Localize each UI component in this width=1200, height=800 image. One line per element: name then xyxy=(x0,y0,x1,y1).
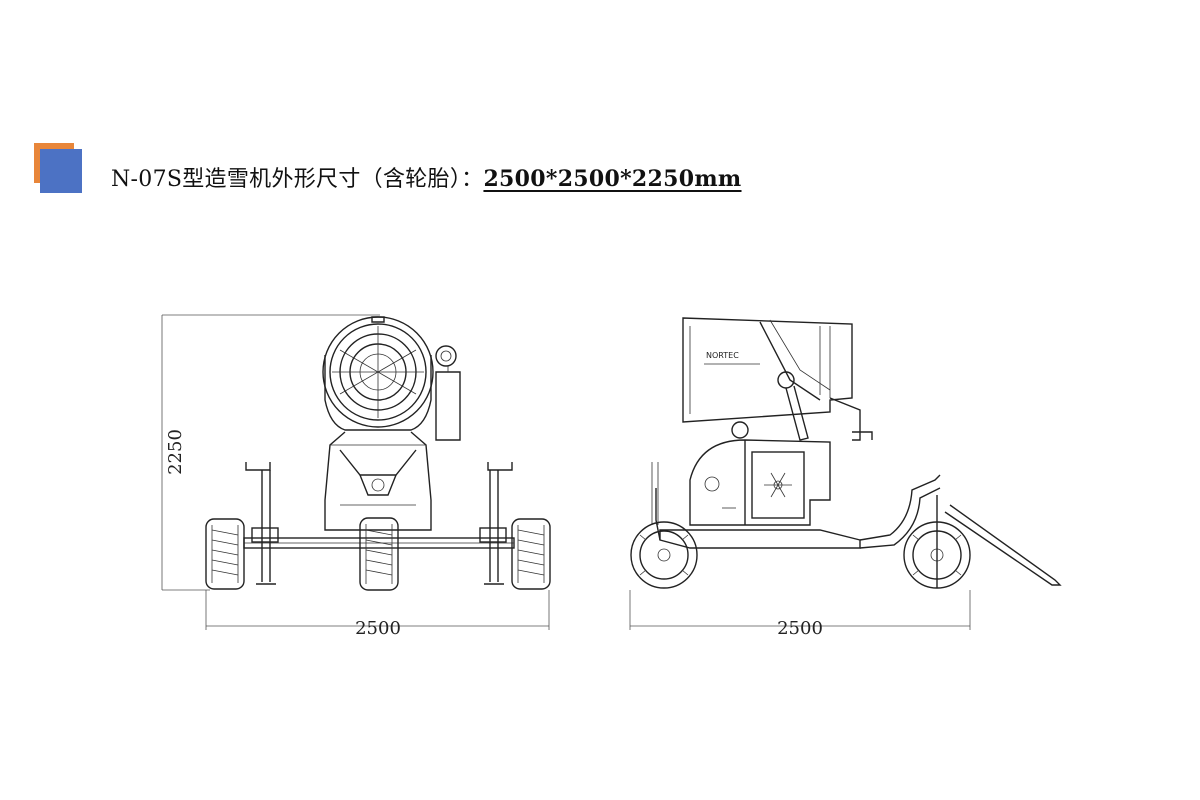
marker-blue-square xyxy=(40,149,82,193)
front-pressure-gauge-icon xyxy=(435,345,461,441)
front-center-wheel xyxy=(359,517,399,591)
front-fan-barrel xyxy=(322,316,434,431)
front-right-jack xyxy=(479,462,513,585)
front-right-wheel xyxy=(511,518,551,590)
front-height-dimension: 2250 xyxy=(161,314,380,591)
front-yoke xyxy=(324,431,432,531)
front-width-label: 2500 xyxy=(355,618,401,639)
front-height-label: 2250 xyxy=(165,429,186,475)
side-rear-wheel xyxy=(903,495,971,589)
front-left-wheel xyxy=(205,518,245,590)
snowflake-icon xyxy=(764,472,792,498)
title-label: N-07S型造雪机外形尺寸（含轮胎）： xyxy=(111,167,484,192)
side-width-label: 2500 xyxy=(777,618,823,639)
side-logo-text: NORTEC xyxy=(706,351,739,360)
front-axle xyxy=(243,537,515,549)
front-view: 2250 2500 xyxy=(161,314,551,639)
side-width-dimension: 2500 xyxy=(629,590,971,639)
front-left-jack xyxy=(245,462,279,585)
side-tow-handle xyxy=(944,504,1062,586)
front-width-dimension: 2500 xyxy=(205,590,550,639)
side-chassis xyxy=(651,462,941,549)
page-title: N-07S型造雪机外形尺寸（含轮胎）：2500*2500*2250mm xyxy=(111,165,742,194)
side-front-wheel xyxy=(630,521,698,589)
side-fan-housing: NORTEC xyxy=(682,317,853,423)
side-pivot-arm xyxy=(731,371,873,441)
title-dimensions: 2500*2500*2250mm xyxy=(483,166,742,192)
title-row: N-07S型造雪机外形尺寸（含轮胎）：2500*2500*2250mm xyxy=(34,143,934,195)
side-body xyxy=(689,439,831,526)
title-marker-icon xyxy=(34,143,82,193)
side-view: 2500 NORTEC xyxy=(629,317,1062,639)
